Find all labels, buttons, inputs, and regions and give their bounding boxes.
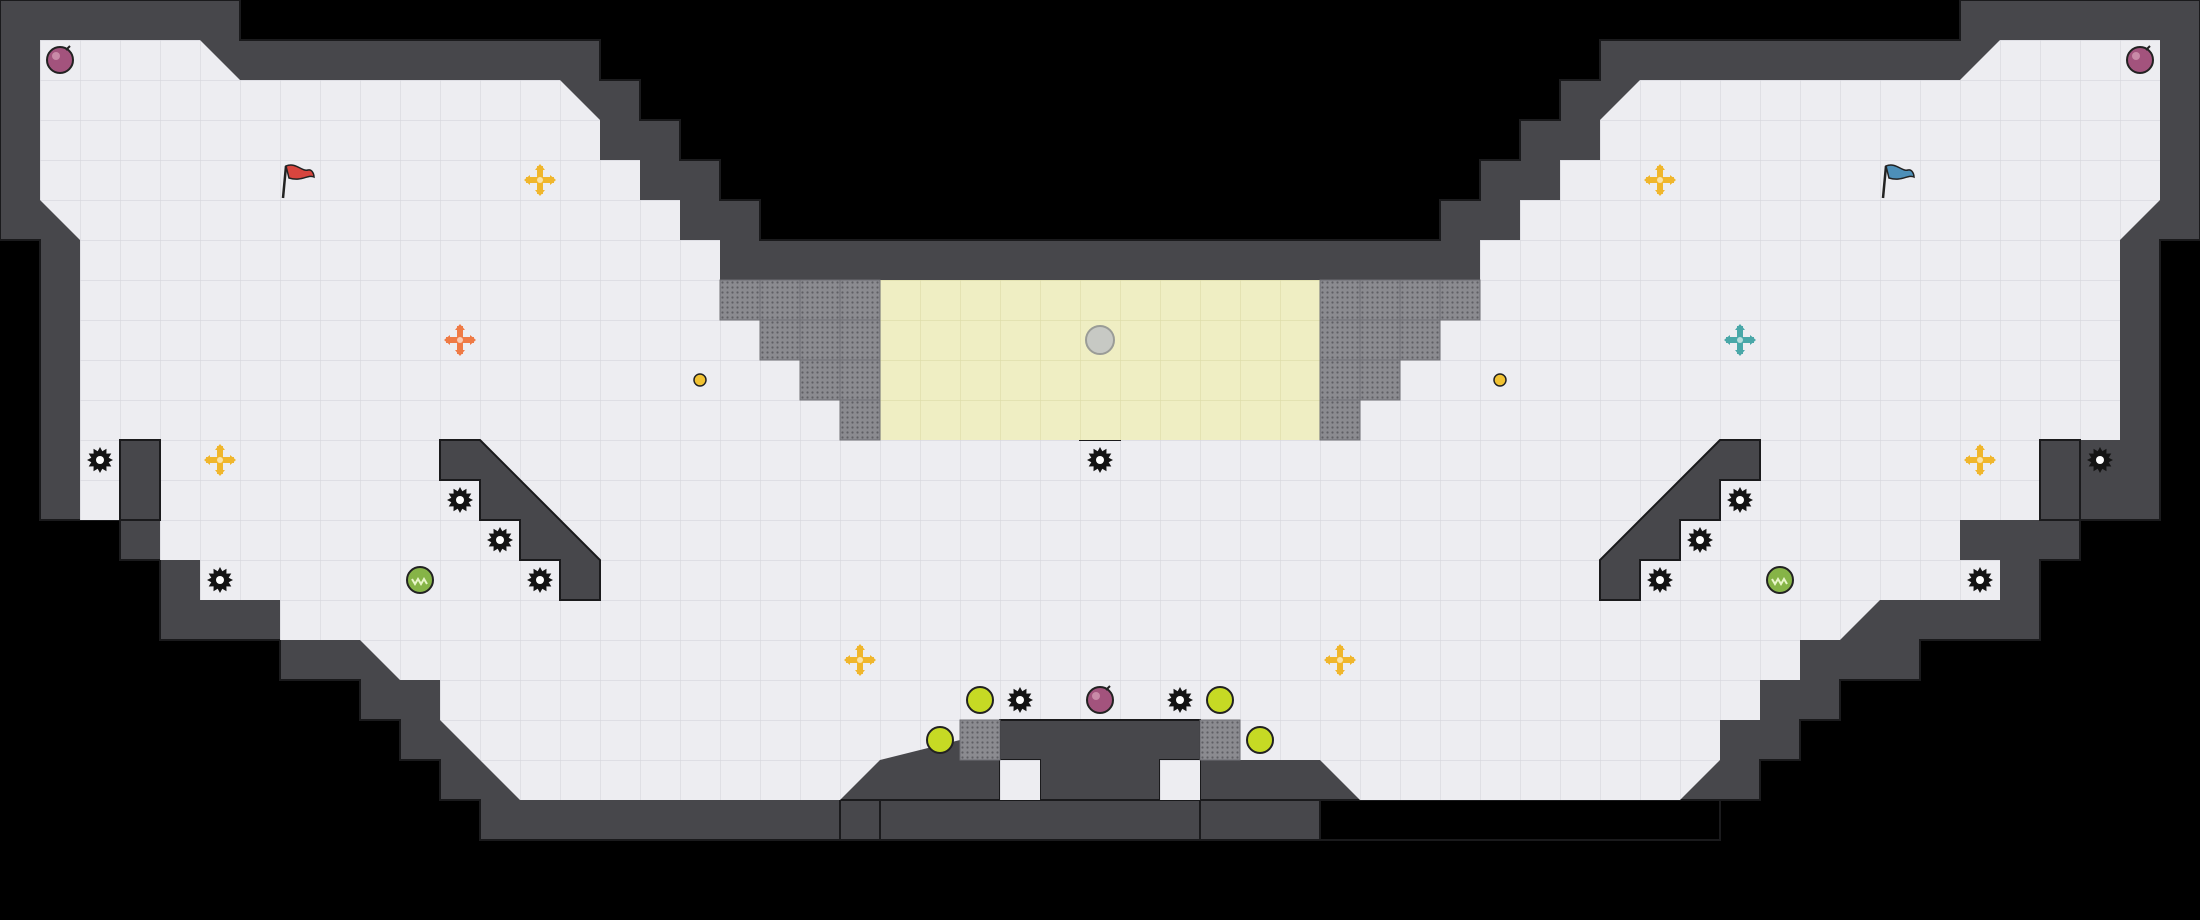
dotted-tile [839, 319, 881, 361]
dotted-tile [959, 719, 1001, 761]
spike-icon [1007, 687, 1033, 713]
spike-icon [1647, 567, 1673, 593]
dotted-tile [759, 279, 801, 321]
left-pillar [119, 439, 161, 521]
spike-icon [1687, 527, 1713, 553]
dotted-tile [1199, 719, 1241, 761]
spike-icon [1727, 487, 1753, 513]
small-dot-icon [1493, 373, 1507, 387]
right-diagonal-wall [1599, 439, 1761, 601]
powerup-yellow-icon [204, 444, 236, 476]
dotted-tile [1399, 319, 1441, 361]
green-ball-icon [926, 726, 954, 754]
right-pillar [2039, 439, 2081, 521]
dotted-tile [839, 279, 881, 321]
notch-slope-right [1160, 760, 1200, 800]
powerup-orange-icon [444, 324, 476, 356]
bomb-icon [1086, 685, 1114, 714]
item-layer [46, 45, 2154, 754]
dotted-tile [1359, 359, 1401, 401]
bomb-icon [2126, 45, 2154, 74]
dotted-tile [799, 319, 841, 361]
powerup-teal-icon [1724, 324, 1756, 356]
dotted-tiles [719, 279, 1481, 761]
powerup-yellow-icon [844, 644, 876, 676]
dotted-tile [839, 399, 881, 441]
dotted-tile [799, 279, 841, 321]
dotted-tile [1359, 319, 1401, 361]
spike-icon [87, 447, 113, 473]
spike-icon [207, 567, 233, 593]
red-flag-icon [281, 164, 315, 199]
boost-icon [1766, 566, 1794, 594]
spike-icon [447, 487, 473, 513]
powerup-yellow-icon [524, 164, 556, 196]
dotted-tile [1319, 359, 1361, 401]
spike-icon [1167, 687, 1193, 713]
dotted-tile [1319, 279, 1361, 321]
dotted-tile [1319, 319, 1361, 361]
small-dot-icon [693, 373, 707, 387]
blue-flag-icon [1881, 164, 1915, 199]
spike-icon [527, 567, 553, 593]
green-ball-icon [966, 686, 994, 714]
gate-button-icon [1085, 325, 1115, 355]
powerup-yellow-icon [1964, 444, 1996, 476]
powerup-yellow-icon [1644, 164, 1676, 196]
dotted-tile [1359, 279, 1401, 321]
boost-icon [406, 566, 434, 594]
dotted-tile [839, 359, 881, 401]
notch-slope-left [1000, 760, 1040, 800]
spike-icon [2087, 447, 2113, 473]
dotted-tile [719, 279, 761, 321]
green-ball-icon [1246, 726, 1274, 754]
green-ball-icon [1206, 686, 1234, 714]
bomb-icon [46, 45, 74, 74]
spike-icon [1087, 447, 1113, 473]
spike-icon [1967, 567, 1993, 593]
dotted-tile [759, 319, 801, 361]
dotted-tile [1439, 279, 1481, 321]
powerup-yellow-icon [1324, 644, 1356, 676]
spike-icon [487, 527, 513, 553]
dotted-tile [1319, 399, 1361, 441]
central-zone [880, 280, 1320, 440]
dotted-tile [799, 359, 841, 401]
left-diagonal-wall [439, 439, 601, 601]
dotted-tile [1399, 279, 1441, 321]
